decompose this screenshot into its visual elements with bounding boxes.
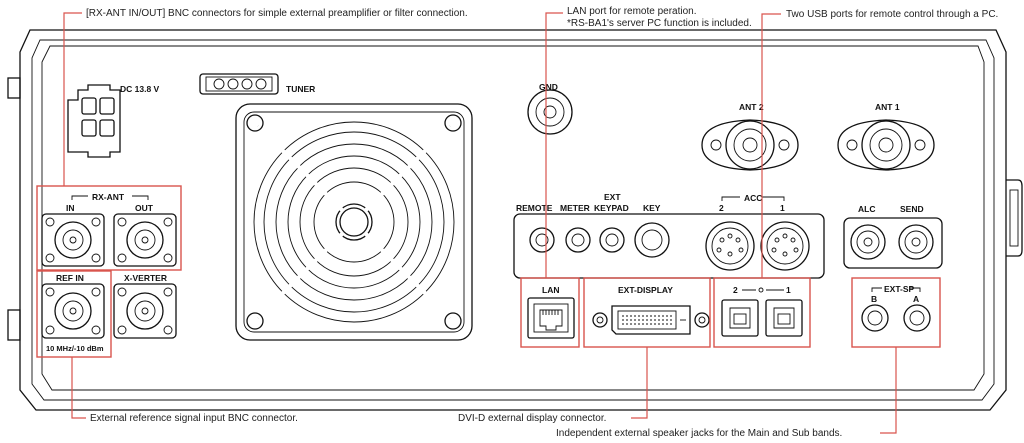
ant2-label: ANT 2 (739, 102, 764, 112)
dvi-callout: DVI-D external display connector. (458, 413, 606, 424)
rear-jack-panel (513, 213, 825, 279)
dvi-display-connector (592, 305, 710, 335)
rx-ant-in-connector (41, 213, 105, 267)
ext-sp-a-label: A (913, 294, 919, 304)
lan-port (527, 297, 575, 339)
rx-ant-leader-line (63, 12, 82, 186)
ref-in-callout: External reference signal input BNC conn… (90, 413, 298, 424)
acc-2-label: 2 (719, 203, 724, 213)
rx-ant-label: RX-ANT (92, 192, 125, 202)
lan-callout-line-2: *RS-BA1's server PC function is included… (567, 18, 752, 29)
ref-in-leader-line (71, 357, 86, 419)
cooling-fan (235, 103, 473, 341)
ext-sp-b-label: B (871, 294, 877, 304)
ref-in-connector (41, 283, 105, 339)
ext-sp-leader-line (880, 347, 897, 434)
lan-leader-line (545, 12, 563, 278)
usb-callout: Two USB ports for remote control through… (786, 9, 998, 20)
acc-label: ACC (744, 193, 762, 203)
usb-leader-line (761, 13, 781, 278)
ext-sp-label: EXT-SP (884, 284, 915, 294)
ant1-label: ANT 1 (875, 102, 900, 112)
chassis (7, 29, 1023, 411)
key-label: KEY (643, 203, 661, 213)
usb-ports (721, 287, 803, 337)
dvi-leader-line (631, 347, 648, 419)
ext-speaker-jacks (861, 287, 931, 332)
gnd-label: GND (539, 82, 558, 92)
tuner-connector (199, 73, 279, 95)
ext-sp-callout: Independent external speaker jacks for t… (556, 428, 842, 439)
lan-callout-line-1: LAN port for remote peration. (567, 6, 697, 17)
ground-terminal (527, 89, 573, 135)
ext-keypad-label-1: EXT (604, 192, 621, 202)
dc-power-connector (67, 84, 121, 158)
acc-1-label: 1 (780, 203, 785, 213)
rx-ant-in-label: IN (66, 203, 75, 213)
send-label: SEND (900, 204, 924, 214)
alc-label: ALC (858, 204, 875, 214)
x-verter-connector (113, 283, 177, 339)
tuner-label: TUNER (286, 84, 315, 94)
x-verter-label: X-VERTER (124, 273, 167, 283)
rx-ant-callout: [RX-ANT IN/OUT] BNC connectors for simpl… (86, 8, 468, 19)
ext-keypad-label-2: KEYPAD (594, 203, 629, 213)
ant1-connector (837, 119, 935, 171)
dc-label: DC 13.8 V (120, 84, 160, 94)
rx-ant-out-label: OUT (135, 203, 154, 213)
ref-in-highlight-box (36, 270, 112, 358)
remote-label: REMOTE (516, 203, 553, 213)
lan-highlight-box (520, 277, 580, 348)
ext-display-label: EXT-DISPLAY (618, 285, 673, 295)
usb-2-label: 2 (733, 285, 738, 295)
rx-ant-out-connector (113, 213, 177, 267)
meter-label: METER (560, 203, 590, 213)
usb-1-label: 1 (786, 285, 791, 295)
ref-in-label: REF IN (56, 273, 84, 283)
ref-spec-label: 10 MHz/-10 dBm (46, 344, 104, 353)
rx-ant-highlight-box (36, 185, 182, 271)
lan-label: LAN (542, 285, 559, 295)
alc-send-panel (843, 217, 943, 269)
ant2-connector (701, 119, 799, 171)
